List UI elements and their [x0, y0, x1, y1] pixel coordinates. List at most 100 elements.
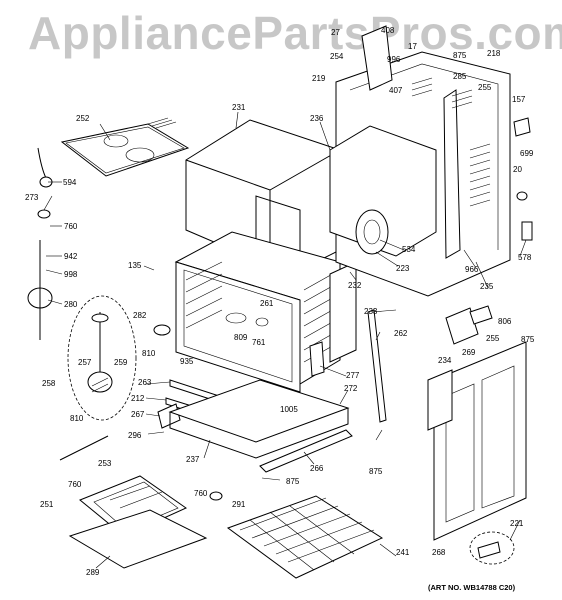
label-255-lower: 255	[486, 334, 500, 343]
label-261: 261	[260, 299, 274, 308]
label-223: 223	[396, 264, 410, 273]
label-212: 212	[131, 394, 145, 403]
label-280: 280	[64, 300, 78, 309]
label-20: 20	[513, 165, 522, 174]
part-594-shape	[37, 147, 53, 188]
part-282-shape	[153, 324, 171, 336]
label-942: 942	[64, 252, 78, 261]
part-268-callout	[469, 531, 515, 565]
label-254: 254	[330, 52, 344, 61]
label-282: 282	[133, 311, 147, 320]
label-258: 258	[42, 379, 56, 388]
label-578: 578	[518, 253, 532, 262]
label-875-right: 875	[521, 335, 535, 344]
label-806: 806	[498, 317, 512, 326]
label-234: 234	[438, 356, 452, 365]
label-17: 17	[408, 42, 417, 51]
label-252: 252	[76, 114, 90, 123]
label-268: 268	[432, 548, 446, 557]
part-277-shape	[309, 341, 325, 377]
label-272: 272	[344, 384, 358, 393]
label-760-left: 760	[64, 222, 78, 231]
part-253-shape	[59, 435, 109, 461]
part-20-shape	[516, 191, 528, 201]
part-234-shape	[427, 369, 453, 431]
part-241-shape	[226, 495, 384, 579]
part-289-shape	[68, 509, 208, 569]
label-235: 235	[480, 282, 494, 291]
part-237-shape	[168, 379, 350, 459]
label-27: 27	[331, 28, 340, 37]
part-534-shape	[355, 209, 389, 255]
label-257: 257	[78, 358, 92, 367]
label-221: 221	[510, 519, 524, 528]
part-578-shape	[521, 221, 533, 241]
part-269-shape	[445, 305, 493, 345]
label-291: 291	[232, 500, 246, 509]
label-251: 251	[40, 500, 54, 509]
part-280-shape	[27, 240, 53, 340]
label-407: 407	[389, 86, 403, 95]
label-810-lower: 810	[70, 414, 84, 423]
part-157-shape	[513, 117, 531, 137]
watermark: AppliancePartsPros.com	[28, 7, 562, 59]
label-810-upper: 810	[142, 349, 156, 358]
art-number: (ART NO. WB14788 C20)	[428, 583, 516, 592]
label-875-bottom: 875	[286, 477, 300, 486]
label-263: 263	[138, 378, 152, 387]
label-233: 233	[364, 307, 378, 316]
label-285: 285	[453, 72, 467, 81]
label-157: 157	[512, 95, 526, 104]
part-266-shape	[259, 429, 353, 473]
label-262: 262	[394, 329, 408, 338]
label-966: 966	[465, 265, 479, 274]
part-291-shape	[209, 491, 223, 501]
label-259: 259	[114, 358, 128, 367]
label-219: 219	[312, 74, 326, 83]
label-408: 408	[381, 26, 395, 35]
label-232: 232	[348, 281, 362, 290]
label-875-top: 875	[453, 51, 467, 60]
oven-cavity-shape	[174, 231, 341, 393]
part-258-shape	[67, 295, 137, 421]
label-218: 218	[487, 49, 501, 58]
part-254-shape	[361, 25, 393, 91]
label-277: 277	[346, 371, 360, 380]
label-996: 996	[387, 55, 401, 64]
leader-lines	[43, 111, 527, 569]
label-935: 935	[180, 357, 194, 366]
label-273: 273	[25, 193, 39, 202]
label-998: 998	[64, 270, 78, 279]
label-241: 241	[396, 548, 410, 557]
label-255-top: 255	[478, 83, 492, 92]
label-267: 267	[131, 410, 145, 419]
label-760-lower-mid: 760	[194, 489, 208, 498]
label-231: 231	[232, 103, 246, 112]
part-233-shape	[329, 261, 357, 363]
part-262-shape	[367, 309, 387, 423]
label-266: 266	[310, 464, 324, 473]
label-761: 761	[252, 338, 266, 347]
part-252-shape	[60, 117, 190, 177]
label-1005: 1005	[280, 405, 298, 414]
label-237: 237	[186, 455, 200, 464]
label-875-mid: 875	[369, 467, 383, 476]
label-534: 534	[402, 245, 416, 254]
part-268-shape	[477, 541, 501, 559]
label-594: 594	[63, 178, 77, 187]
part-273-shape	[37, 209, 51, 219]
part-labels: 27 408 254 996 17 875 218 219 407 285 25…	[25, 26, 535, 592]
label-236: 236	[310, 114, 324, 123]
label-809: 809	[234, 333, 248, 342]
part-221-shape	[433, 341, 527, 541]
label-296: 296	[128, 431, 142, 440]
label-135: 135	[128, 261, 142, 270]
label-699: 699	[520, 149, 534, 158]
label-289: 289	[86, 568, 100, 577]
label-269: 269	[462, 348, 476, 357]
label-760-lower-left: 760	[68, 480, 82, 489]
label-253: 253	[98, 459, 112, 468]
part-236-shape	[329, 125, 437, 257]
part-267-shape	[157, 403, 181, 429]
